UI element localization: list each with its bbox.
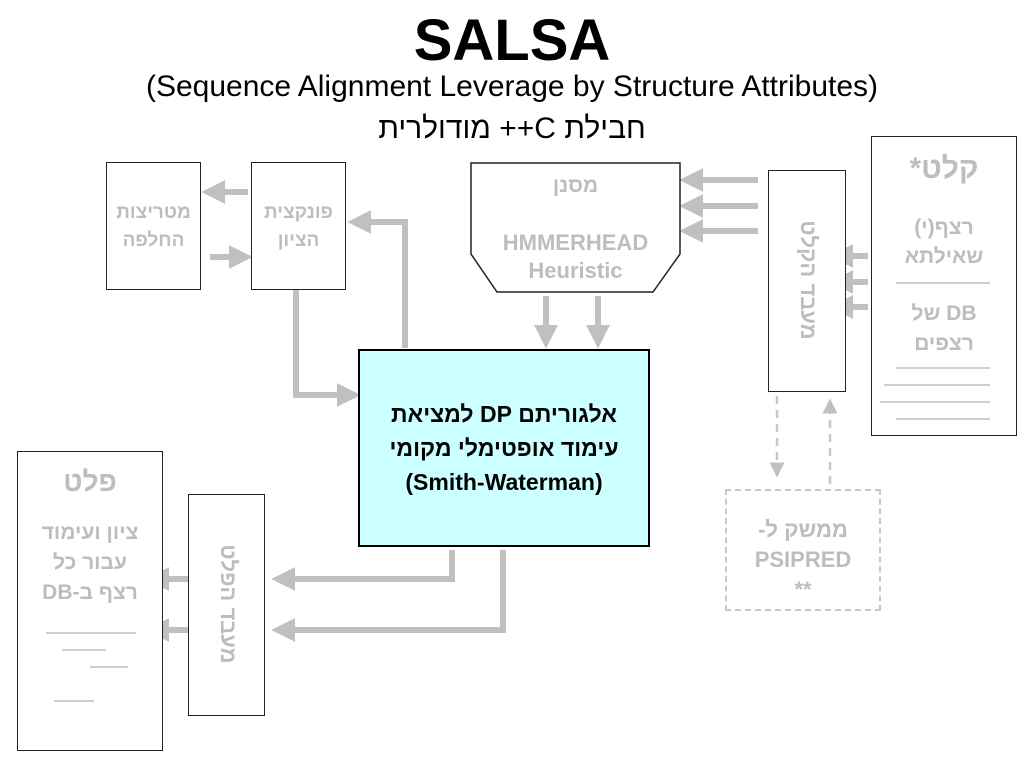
output-body: ציון ועימוד עבור כל רצף ב-DB: [41, 521, 139, 604]
output-box: פלט ציון ועימוד עבור כל רצף ב-DB: [17, 451, 163, 751]
substitution-matrices-box: מטריצות החלפה: [106, 162, 201, 290]
arrow-scoring-to-main: [293, 290, 361, 407]
filter-title: מסנן: [552, 174, 599, 197]
input-divider-1: [896, 282, 990, 284]
input-title: קלט*: [909, 152, 979, 185]
output-divider-3: [90, 666, 128, 668]
dp-algorithm-label: אלגוריתם DP למציאת עימוד אופטימלי מקומי …: [389, 401, 619, 495]
psipred-interface-box: ממשק ל- PSIPRED **: [725, 489, 881, 611]
input-db: DB של רצפים: [911, 302, 977, 355]
output-divider-4: [54, 700, 94, 702]
input-divider-5: [896, 418, 990, 420]
scoring-function-box: פונקצית הציון: [251, 162, 346, 290]
page-subtitle-hebrew: חבילת C++ מודולרית: [378, 112, 646, 145]
input-box: קלט* רצף(י) שאילתא DB של רצפים: [871, 136, 1017, 436]
page-subtitle: (Sequence Alignment Leverage by Structur…: [145, 70, 879, 103]
dp-algorithm-box: אלגוריתם DP למציאת עימוד אופטימלי מקומי …: [358, 349, 650, 547]
filter-shape: [470, 162, 681, 293]
input-processor-box: מעבד הקלט: [768, 170, 846, 392]
input-divider-2: [896, 367, 990, 369]
output-title: פלט: [63, 466, 117, 497]
arrow-main-to-outproc-1: [271, 550, 455, 591]
output-divider-2: [62, 649, 106, 651]
filter-algorithm: HMMERHEAD Heuristic: [502, 230, 649, 283]
output-divider-1: [46, 632, 136, 634]
output-processor-label: מעבד הפלט: [216, 544, 241, 664]
output-processor-box: מעבד הפלט: [188, 494, 265, 716]
input-query: רצף(י) שאילתא: [904, 216, 984, 268]
page-title: SALSA: [413, 8, 611, 73]
arrow-main-to-outproc-2: [271, 550, 506, 642]
input-processor-label: מעבד הקלט: [796, 220, 821, 340]
input-divider-3: [884, 384, 990, 386]
substitution-matrices-label: מטריצות החלפה: [116, 202, 191, 251]
scoring-function-label: פונקצית הציון: [264, 202, 333, 251]
arrow-main-to-scoring: [347, 210, 408, 348]
input-divider-4: [880, 401, 990, 403]
psipred-interface-label: ממשק ל- PSIPRED **: [754, 517, 852, 602]
